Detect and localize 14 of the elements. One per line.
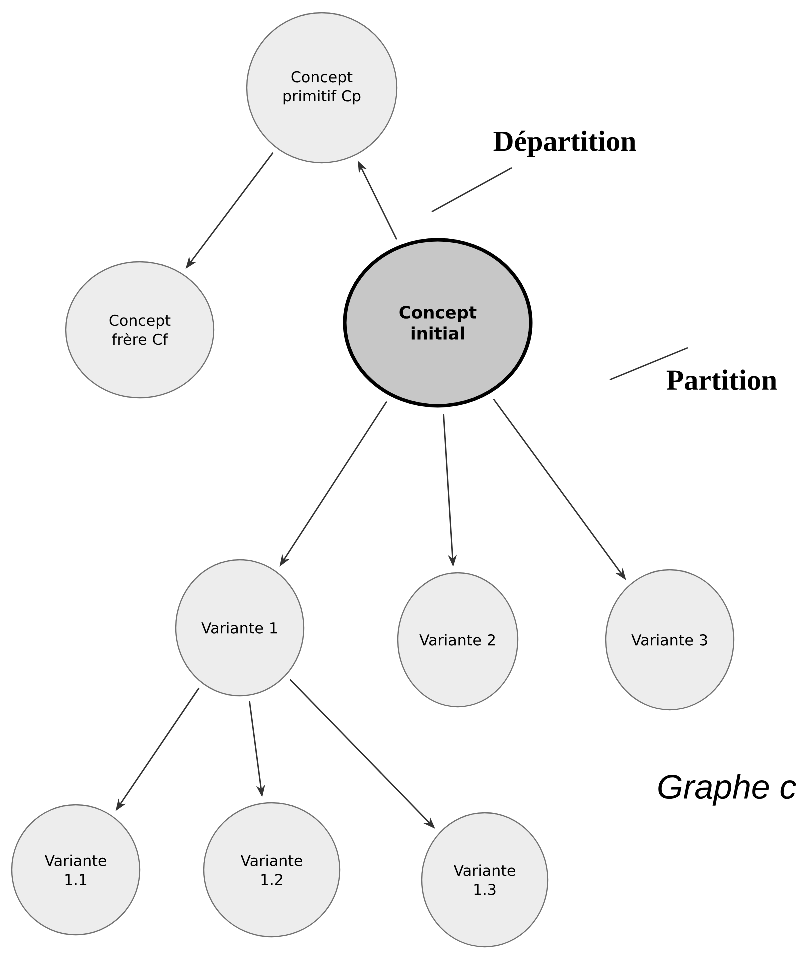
- leader-line: [610, 347, 688, 381]
- ellipse-node: Concept primitif Cp: [246, 12, 398, 164]
- ellipse-node: Variante 1: [175, 559, 305, 697]
- ellipse-node: Variante 3: [605, 569, 735, 711]
- ellipse-node: Variante 1.3: [421, 812, 549, 948]
- ellipse-node: Variante 1.2: [203, 802, 341, 938]
- ellipse-node: Variante 1.1: [11, 804, 141, 936]
- leader-line: [432, 167, 512, 213]
- annotation-text: Partition: [666, 370, 778, 390]
- ellipse-node: Concept frère Cf: [65, 261, 215, 399]
- annotation-text: Départition: [494, 130, 636, 158]
- caption-text: Graphe c: [658, 774, 796, 806]
- ellipse-node: Variante 2: [397, 572, 519, 708]
- ellipse-node: Concept initial: [343, 238, 533, 408]
